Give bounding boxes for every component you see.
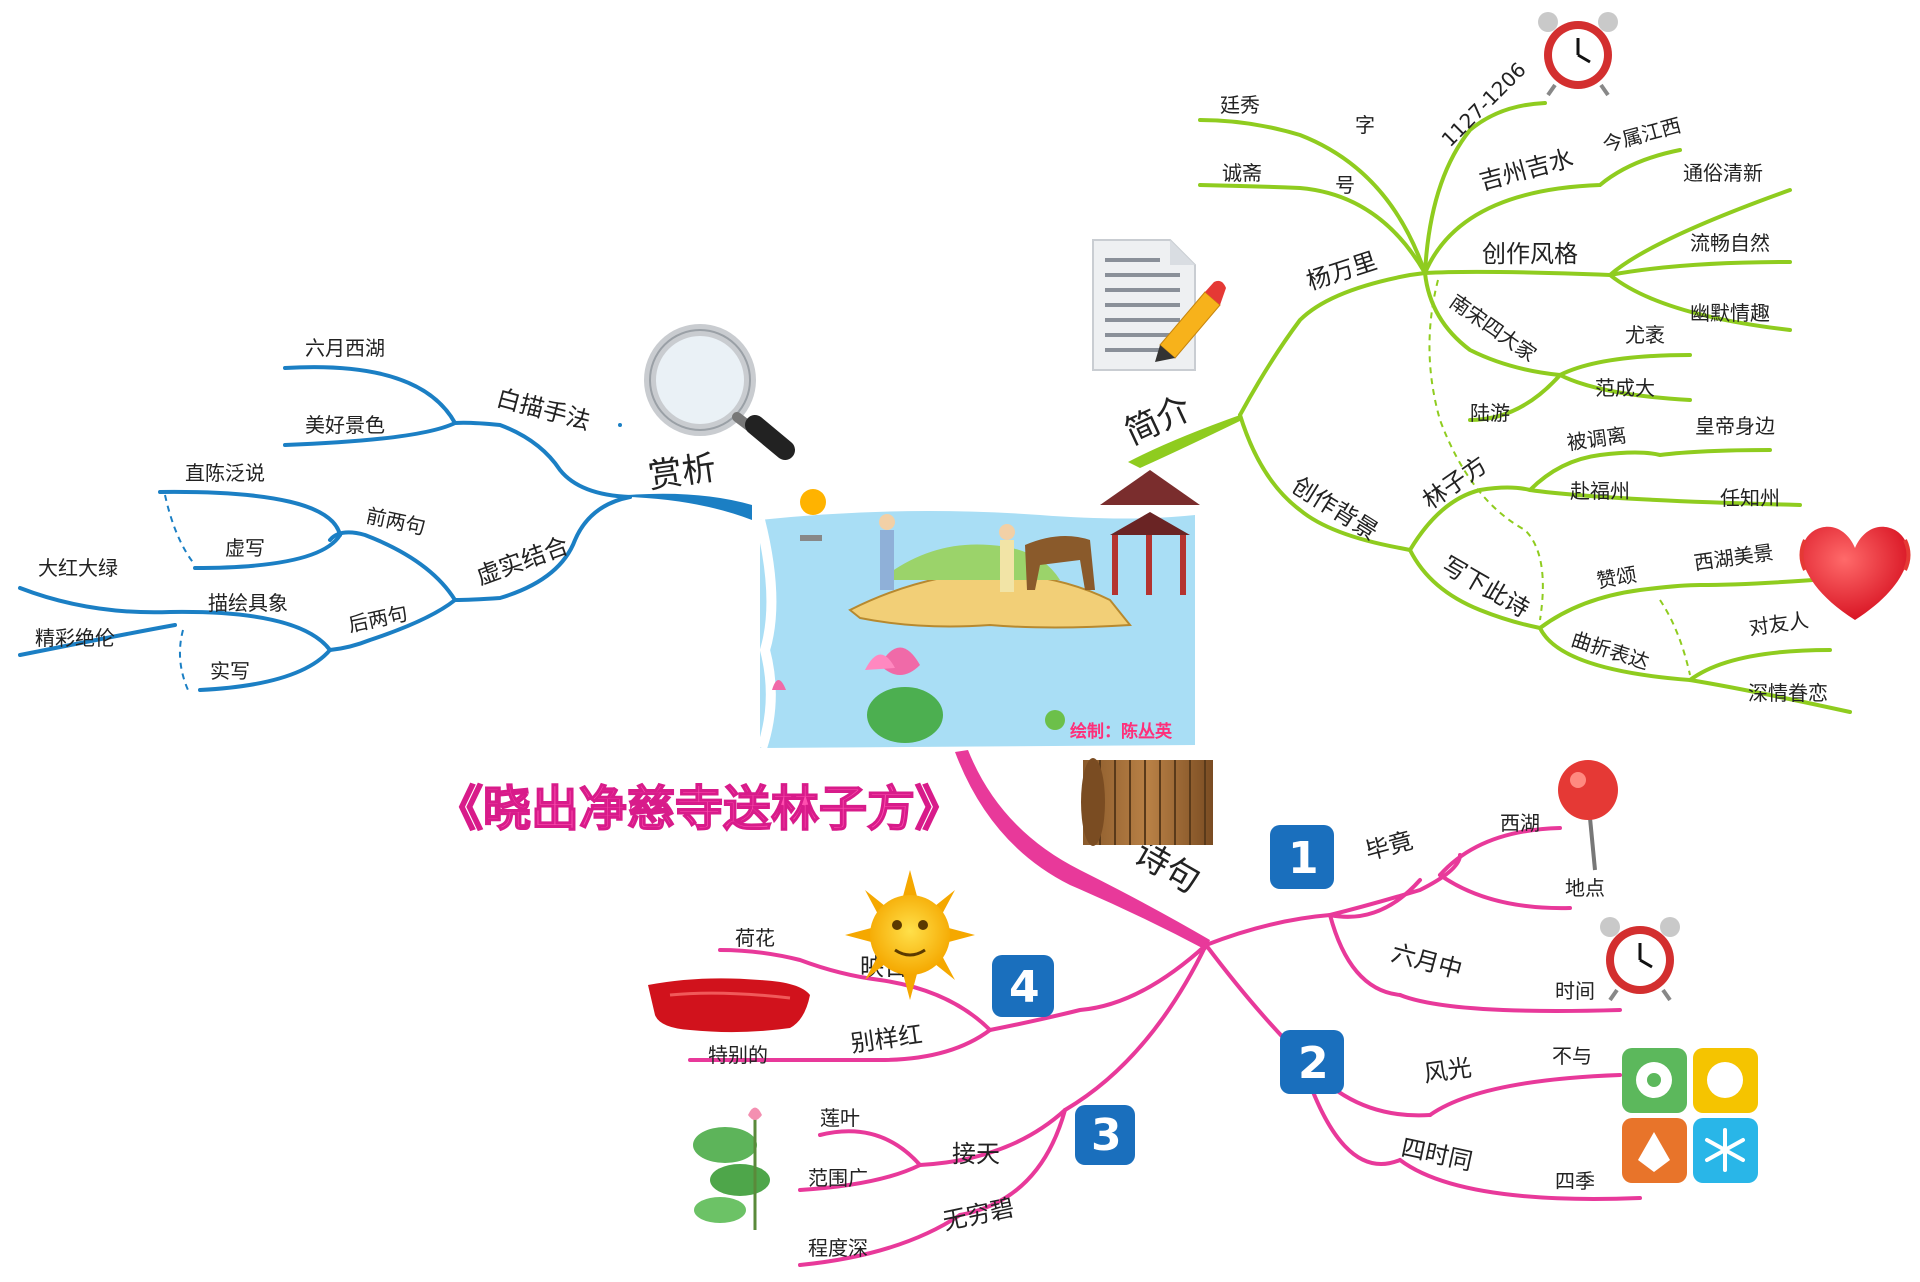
credit-text: 绘制：陈丛英 xyxy=(1070,721,1173,742)
map-pin-icon xyxy=(1558,760,1618,871)
magnifier-icon xyxy=(644,324,795,460)
leaf-hehua: 荷花 xyxy=(735,926,775,950)
label-liuyuezhong: 六月中 xyxy=(1388,939,1465,985)
label-bieyanghong: 别样红 xyxy=(849,1020,924,1058)
leaf-tingxiu: 廷秀 xyxy=(1220,93,1260,117)
badge-4: 4 xyxy=(992,955,1054,1017)
leaf-youmo-qingqu: 幽默情趣 xyxy=(1690,301,1770,325)
badge-3: 3 xyxy=(1075,1105,1135,1165)
red-paint-stroke-icon xyxy=(648,978,810,1033)
leaf-miaohui-juxiang: 描绘具象 xyxy=(208,591,288,615)
label-sishitong: 四时同 xyxy=(1399,1133,1475,1175)
center-painting: 绘制：陈丛英 xyxy=(752,468,1200,750)
boat-icon xyxy=(800,535,822,541)
shangxi-branches xyxy=(18,365,632,692)
leaf-siji: 四季 xyxy=(1555,1169,1595,1193)
label-linzifang: 林子方 xyxy=(1417,451,1492,515)
svg-text:4: 4 xyxy=(1009,962,1040,1013)
leaf-didian: 地点 xyxy=(1565,876,1605,900)
alarm-clock-icon xyxy=(1538,12,1618,97)
leaf-fanweiguang: 范围广 xyxy=(808,1166,868,1190)
lotus-icon xyxy=(772,647,1065,743)
leaf-shixie: 实写 xyxy=(210,659,250,683)
label-fu-fuzhou: 赴福州 xyxy=(1570,479,1630,503)
leaf-chengdushen: 程度深 xyxy=(808,1236,868,1260)
label-zi: 字 xyxy=(1355,113,1375,137)
trunk-shangxi xyxy=(628,493,752,520)
hill-icon xyxy=(880,544,1060,580)
trunk-shiju xyxy=(955,750,1210,950)
leaf-jingcai-juelun: 精彩绝伦 xyxy=(35,626,115,650)
leaf-luyou: 陆游 xyxy=(1470,401,1510,425)
sun-icon xyxy=(800,489,826,515)
leaf-lianye: 莲叶 xyxy=(820,1106,860,1130)
label-years: 1127-1206 xyxy=(1437,57,1531,151)
figures-icon xyxy=(879,514,1095,592)
leaf-dahong-dalv: 大红大绿 xyxy=(38,556,118,580)
leaf-shijian: 时间 xyxy=(1555,979,1595,1003)
jianjie-branches xyxy=(1198,101,1852,714)
leaf-xuxie: 虚写 xyxy=(225,536,265,560)
pavilion-icon xyxy=(1100,470,1200,595)
leaf-chengzhai: 诚斋 xyxy=(1222,161,1262,185)
lotus-leaf-icon xyxy=(693,1107,770,1230)
leaf-meihao-jingse: 美好景色 xyxy=(305,413,385,437)
leaf-shenqing-juanlian: 深情眷恋 xyxy=(1748,681,1828,705)
document-pencil-icon xyxy=(1092,239,1226,371)
leaf-youmao: 尤袤 xyxy=(1625,323,1665,347)
label-jietian: 接天 xyxy=(952,1140,1000,1168)
leaf-zhichen-fanshuo: 直陈泛说 xyxy=(185,461,265,485)
shiju-branches xyxy=(688,826,1642,1267)
label-shangxi: 赏析 xyxy=(646,448,719,497)
label-fengguang: 风光 xyxy=(1422,1054,1473,1088)
leaf-dui-youren: 对友人 xyxy=(1747,608,1810,640)
label-houliangju: 后两句 xyxy=(346,601,410,637)
leaf-xihu-meijing: 西湖美景 xyxy=(1692,540,1775,575)
svg-text:1: 1 xyxy=(1288,833,1319,884)
seasons-icon xyxy=(1622,1048,1758,1183)
badge-2: 2 xyxy=(1280,1030,1344,1094)
label-sidajia: 南宋四大家 xyxy=(1445,289,1541,366)
label-chuangzuo-fengge: 创作风格 xyxy=(1482,240,1578,268)
sun-face-icon xyxy=(845,870,975,1000)
svg-text:2: 2 xyxy=(1298,1038,1329,1089)
badge-1: 1 xyxy=(1270,825,1334,889)
label-bei-diaoli: 被调离 xyxy=(1565,423,1628,455)
leaf-liuchang-ziran: 流畅自然 xyxy=(1690,231,1770,255)
leaf-tongsu-qingxin: 通俗清新 xyxy=(1683,161,1763,185)
leaf-fanchengda: 范成大 xyxy=(1595,376,1655,400)
label-hao: 号 xyxy=(1335,173,1355,197)
label-qianliangju: 前两句 xyxy=(364,503,428,539)
label-xushi: 虚实结合 xyxy=(472,531,572,590)
leaf-liuyue-xihu: 六月西湖 xyxy=(305,336,385,360)
page-title: 《晓出净慈寺送林子方》 xyxy=(435,781,963,837)
leaf-tebiede: 特别的 xyxy=(708,1043,768,1067)
leaf-buyu: 不与 xyxy=(1552,1044,1592,1068)
svg-text:3: 3 xyxy=(1091,1110,1122,1161)
alarm-clock-icon-2 xyxy=(1600,917,1680,1002)
bamboo-scroll-icon xyxy=(1081,758,1213,846)
label-yangwanli: 杨万里 xyxy=(1303,247,1380,296)
label-wuqiongbi: 无穷碧 xyxy=(940,1194,1016,1236)
label-bijing: 毕竟 xyxy=(1362,826,1416,865)
leaf-xihu: 西湖 xyxy=(1500,811,1540,835)
label-zansong: 赞颂 xyxy=(1595,562,1639,593)
heart-icon xyxy=(1799,526,1911,620)
leaf-ren-zhizhou: 任知州 xyxy=(1720,486,1780,510)
leaf-huangdi-shenbian: 皇帝身边 xyxy=(1695,414,1775,438)
trunk-jianjie xyxy=(1128,415,1242,468)
